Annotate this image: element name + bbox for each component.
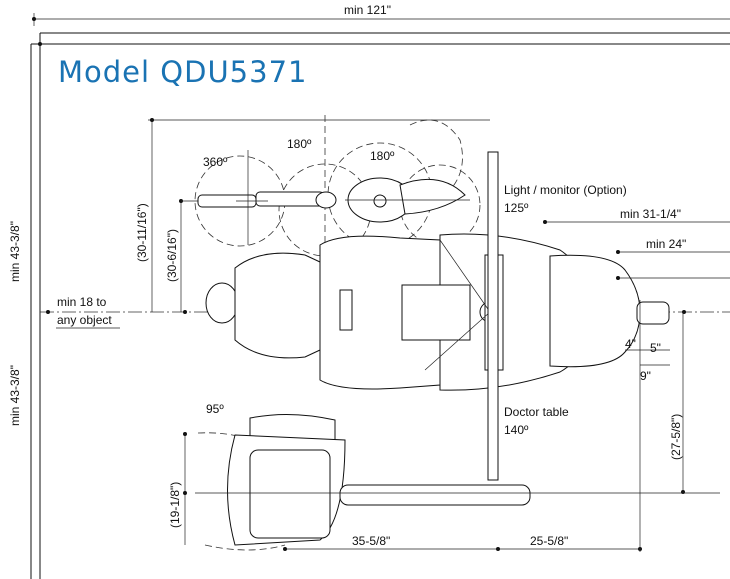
dim-small-3: 9" [640,369,651,383]
light-arm [345,177,470,223]
dim-bottom-left: 35-5/8" [352,534,390,548]
room-width-label: min 121" [344,3,391,17]
doctor-table-post [487,151,499,481]
dim-min-right-1: min 31-1/4" [620,207,681,221]
foot-control [625,301,670,366]
rotation-doctor-unit: 95º [206,402,224,416]
dim-vertical-4: (27-5/8") [669,414,683,460]
room-depth-upper-label: min 43-3/8" [8,221,22,282]
rotation-light-arm: 180º [370,149,395,163]
room-depth-lower-label: min 43-3/8" [8,365,22,426]
rotation-assistant-arm: 360º [203,155,228,169]
dim-bottom-right: 25-5/8" [530,534,568,548]
rotation-instrument-arm: 180º [287,137,312,151]
doctor-table-angle: 140º [504,423,529,437]
doctor-unit [195,413,720,546]
dental-chair [205,233,641,391]
object-clearance-label: min 18 to [57,295,107,309]
page-title: Model QDU5371 [58,55,307,89]
dim-small-2: 5" [650,341,661,355]
doctor-table-label: Doctor table [504,405,569,419]
light-monitor-label: Light / monitor (Option) [504,183,627,197]
light-monitor-angle: 125º [504,201,529,215]
dim-small-1: 4" [625,337,636,351]
right-dimension-lines [543,220,730,280]
dim-vertical-3: (19-1/8") [168,482,182,528]
dim-vertical-1: (30-11/16") [135,203,149,262]
dim-vertical-2: (30-6/16") [165,229,179,282]
object-clearance-label-2: any object [57,313,112,327]
bottom-dimension-lines [283,300,642,552]
assistant-arm [197,150,337,245]
dim-min-right-2: min 24" [646,237,686,251]
room-boundary [30,13,730,579]
